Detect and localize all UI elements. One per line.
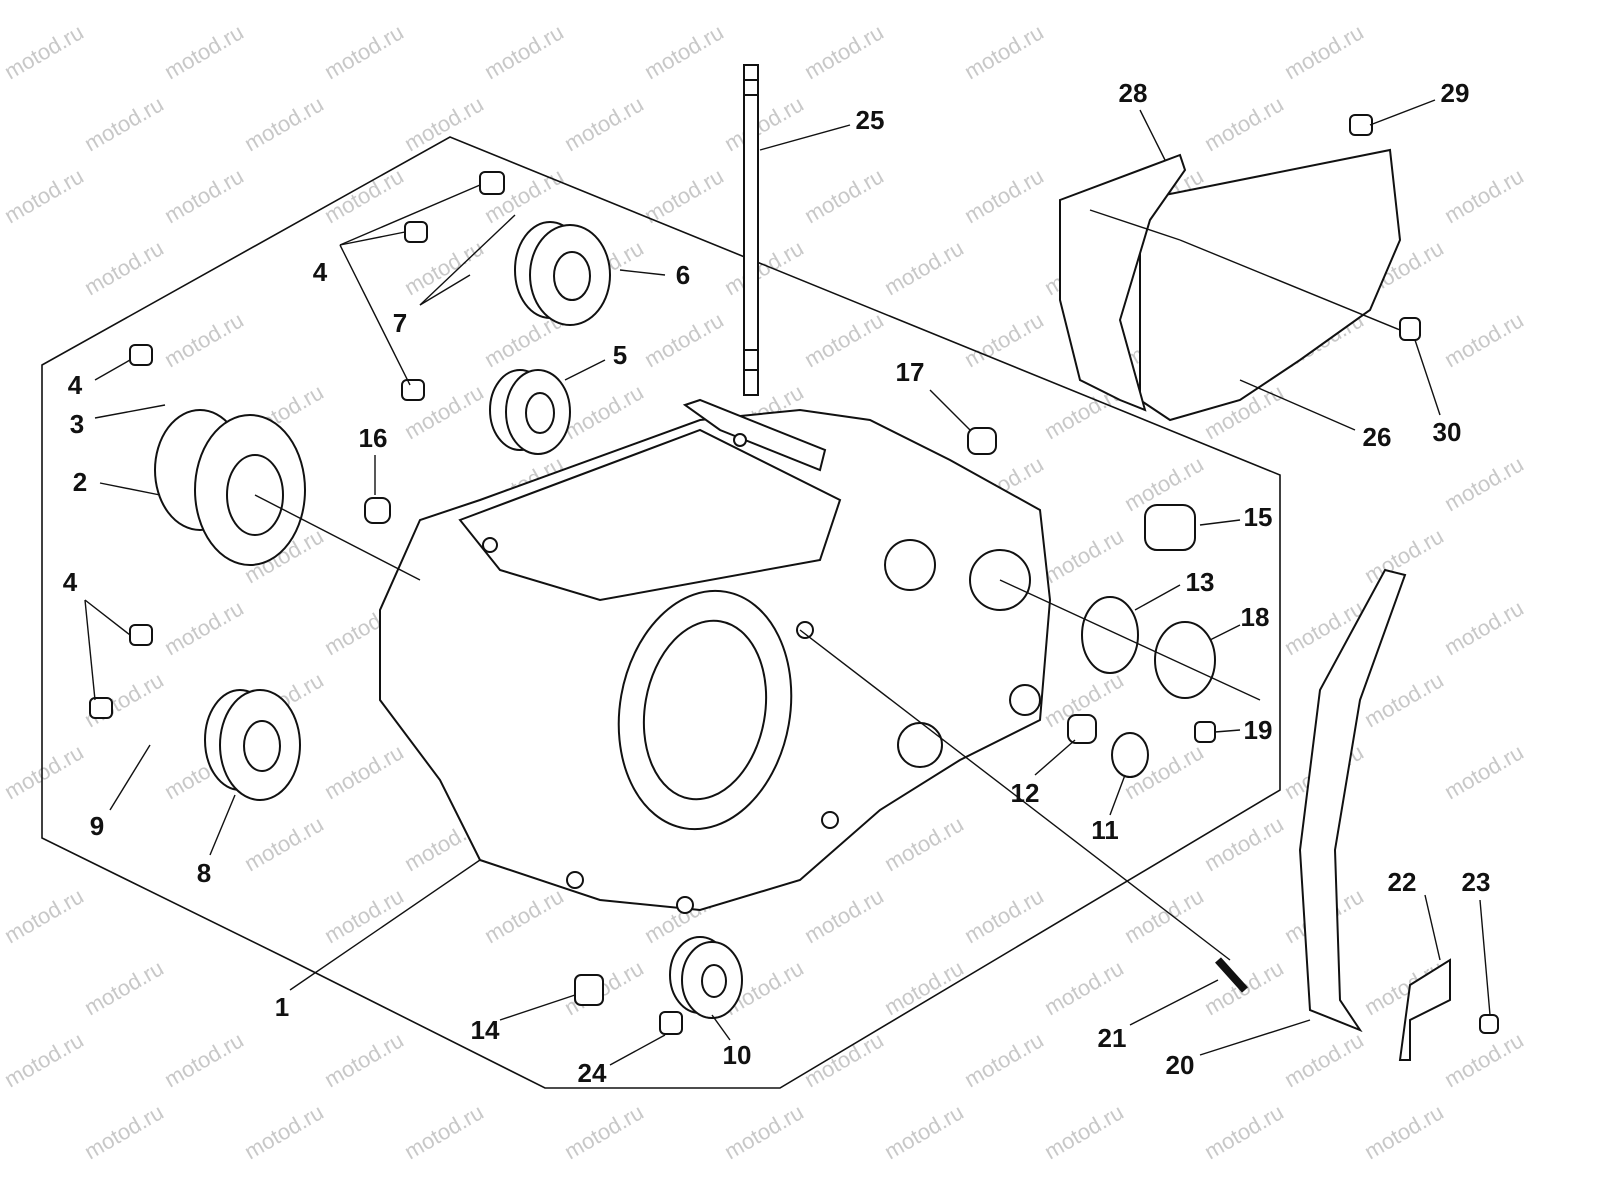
part-label-1: 1 <box>274 992 290 1022</box>
part-label-11: 11 <box>1091 815 1119 845</box>
part-label-19: 19 <box>1243 715 1273 745</box>
bushing-15 <box>1144 504 1196 551</box>
part-label-7: 7 <box>392 308 408 338</box>
part-label-4: 4 <box>312 257 328 287</box>
seal-13 <box>1081 596 1139 674</box>
part-label-16: 16 <box>358 423 388 453</box>
screws <box>89 114 1499 1035</box>
part-label-21: 21 <box>1097 1023 1127 1053</box>
chain-cover-26 <box>1139 148 1402 422</box>
bracket-22 <box>1398 958 1451 1061</box>
pin-21 <box>1215 957 1248 993</box>
part-label-24: 24 <box>577 1058 607 1088</box>
part-label-22: 22 <box>1387 867 1417 897</box>
part-label-17: 17 <box>895 357 925 387</box>
spacer-11 <box>1111 732 1149 778</box>
assembly-bracket-outline <box>41 136 1281 1089</box>
part-label-2: 2 <box>72 467 88 497</box>
part-label-10: 10 <box>722 1040 752 1070</box>
part-label-30: 30 <box>1432 417 1462 447</box>
part-label-4: 4 <box>67 370 83 400</box>
part-label-20: 20 <box>1165 1050 1195 1080</box>
dowel-16 <box>364 497 391 524</box>
part-label-29: 29 <box>1440 78 1470 108</box>
part-label-3: 3 <box>69 409 85 439</box>
bearing-2 <box>154 409 306 566</box>
part-label-12: 12 <box>1010 778 1040 808</box>
bearing-6 <box>514 221 611 326</box>
part-label-6: 6 <box>675 260 691 290</box>
crankcase-1 <box>379 398 1052 914</box>
part-label-9: 9 <box>89 811 105 841</box>
dowel-17 <box>967 427 997 455</box>
part-label-28: 28 <box>1118 78 1148 108</box>
part-label-14: 14 <box>470 1015 500 1045</box>
dowel-12 <box>1067 714 1097 744</box>
part-label-26: 26 <box>1362 422 1392 452</box>
part-label-13: 13 <box>1185 567 1215 597</box>
part-label-15: 15 <box>1243 502 1273 532</box>
bearing-10 <box>669 936 743 1019</box>
leader-lines <box>84 99 1491 1066</box>
part-label-4: 4 <box>62 567 78 597</box>
bearing-8 <box>204 689 301 801</box>
part-label-8: 8 <box>196 858 212 888</box>
part-label-18: 18 <box>1240 602 1270 632</box>
chain-guide-20 <box>1298 568 1407 1033</box>
plug-14 <box>574 974 604 1006</box>
stud-25 <box>743 64 759 396</box>
plate-28 <box>1059 153 1187 412</box>
part-label-23: 23 <box>1461 867 1491 897</box>
part-label-25: 25 <box>855 105 885 135</box>
seal-holder-18 <box>1154 621 1216 699</box>
bearing-5 <box>489 369 571 455</box>
part-label-5: 5 <box>612 340 628 370</box>
